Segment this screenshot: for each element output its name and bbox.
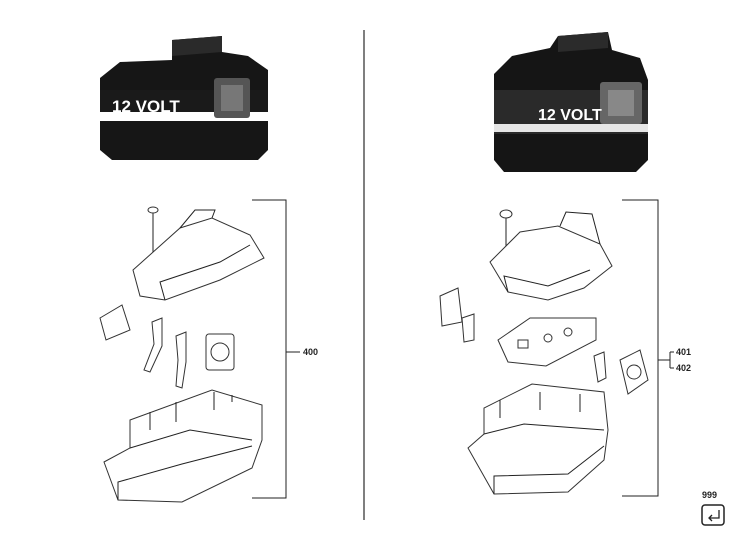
right-battery-label: 12 VOLT xyxy=(538,107,602,124)
left-bracket-label: 400 xyxy=(303,347,318,357)
right-label-402: 402 xyxy=(676,363,691,373)
right-battery-photo: 12 VOLT xyxy=(494,32,648,172)
left-battery-photo: 12 VOLT xyxy=(100,36,268,160)
left-bracket xyxy=(252,199,300,499)
return-icon xyxy=(701,504,725,526)
left-parts xyxy=(99,206,265,503)
right-label-401: 401 xyxy=(676,347,691,357)
right-bracket xyxy=(622,199,671,497)
right-parts xyxy=(439,209,649,495)
footer-code: 999 xyxy=(702,490,717,500)
left-battery-label: 12 VOLT xyxy=(112,97,180,116)
